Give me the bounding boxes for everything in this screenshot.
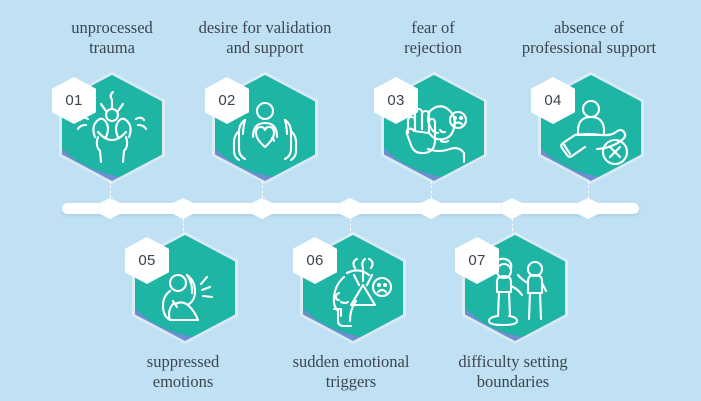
- caption-line-2: rejection: [404, 38, 462, 57]
- hexagon-04[interactable]: 04: [531, 72, 644, 184]
- curled-up-person-icon: [135, 235, 235, 341]
- connector-line-04: [588, 181, 589, 203]
- hand-person-denied-icon: [541, 75, 641, 181]
- connector-line-02: [262, 181, 263, 203]
- timeline-dot-6[interactable]: [501, 198, 523, 219]
- caption-line-1: fear of: [411, 18, 455, 37]
- two-people-boundary-icon: [465, 235, 565, 341]
- connector-line-03: [431, 181, 432, 203]
- number-badge-label: 04: [544, 92, 562, 109]
- hexagon-07[interactable]: 07: [455, 232, 568, 344]
- stressed-person-icon: [62, 75, 162, 181]
- hexagon-03[interactable]: 03: [374, 72, 487, 184]
- connector-line-06: [350, 214, 351, 236]
- hexagon-05[interactable]: 05: [125, 232, 238, 344]
- number-badge-label: 05: [138, 252, 156, 269]
- timeline-dot-4[interactable]: [339, 198, 361, 219]
- caption-line-2: triggers: [325, 372, 377, 391]
- number-badge-label: 07: [468, 252, 486, 269]
- timeline-dot-7[interactable]: [577, 198, 599, 219]
- caption-line-2: and support: [226, 38, 304, 57]
- caption-line-1: absence of: [553, 18, 625, 37]
- number-badge-01: 01: [52, 77, 96, 124]
- number-badge-06: 06: [293, 237, 337, 284]
- connector-line-01: [110, 181, 111, 203]
- timeline-dot-3[interactable]: [251, 198, 273, 219]
- hexagon-01[interactable]: 01: [52, 72, 165, 184]
- caption-line-1: sudden emotional: [292, 352, 410, 371]
- number-badge-label: 02: [218, 92, 236, 109]
- caption-line-1: desire for validation: [198, 18, 332, 37]
- number-badge-02: 02: [205, 77, 249, 124]
- hexagon-06[interactable]: 06: [293, 232, 406, 344]
- caption-line-2: boundaries: [476, 372, 550, 391]
- hexagon-02[interactable]: 02: [205, 72, 318, 184]
- caption-line-1: unprocessed: [71, 18, 153, 37]
- timeline-dot-5[interactable]: [420, 198, 442, 219]
- number-badge-label: 01: [65, 92, 83, 109]
- number-badge-label: 03: [387, 92, 405, 109]
- caption-line-2: emotions: [152, 372, 214, 391]
- connector-line-07: [512, 214, 513, 236]
- caption-line-1: difficulty setting: [458, 352, 568, 371]
- number-badge-07: 07: [455, 237, 499, 284]
- caption-line-2: trauma: [89, 38, 135, 57]
- number-badge-label: 06: [306, 252, 324, 269]
- caption-line-2: professional support: [521, 38, 657, 57]
- hands-holding-heart-icon: [215, 75, 315, 181]
- head-volcano-icon: [303, 235, 403, 341]
- connector-line-05: [183, 214, 184, 236]
- number-badge-03: 03: [374, 77, 418, 124]
- timeline-dot-1[interactable]: [99, 198, 121, 219]
- timeline-dot-2[interactable]: [172, 198, 194, 219]
- caption-line-1: suppressed: [146, 352, 220, 371]
